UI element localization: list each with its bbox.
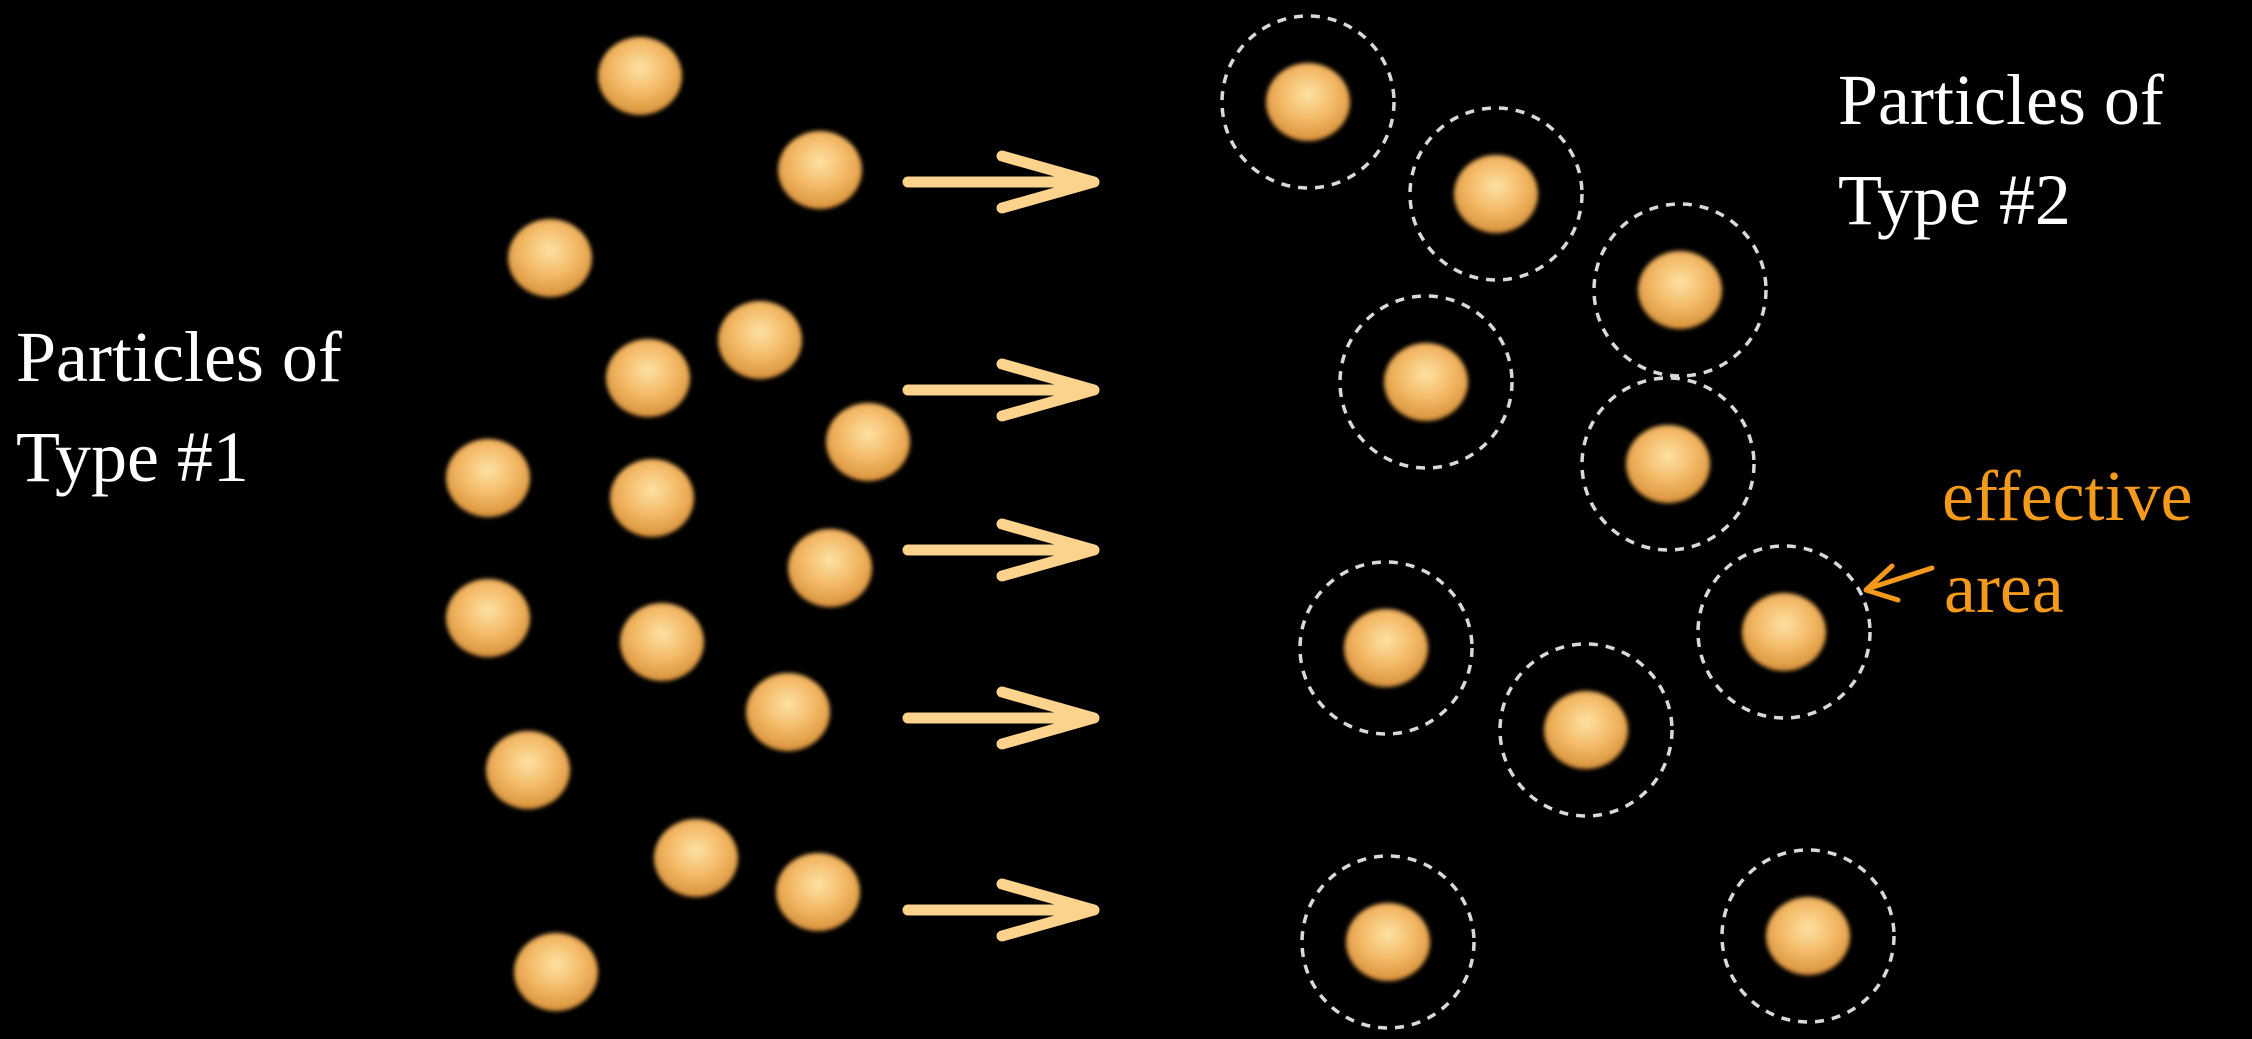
type1-particle: [778, 131, 862, 209]
type2-particle-group: [1220, 14, 1896, 1030]
right-arrow-icon: [902, 686, 1100, 750]
type2-particle: [1580, 376, 1756, 552]
left-arrow-icon: [1863, 563, 1935, 603]
type1-label-line2: Type #1: [16, 417, 249, 497]
type1-particle: [606, 339, 690, 417]
right-arrow-icon: [902, 150, 1100, 214]
effective-area-label-line2: area: [1944, 548, 2064, 628]
right-arrow-icon: [902, 358, 1100, 422]
type1-particle-group: [446, 37, 910, 1011]
effective-area-pointer: [1863, 563, 1935, 603]
type2-particle: [1220, 14, 1396, 190]
flow-arrow-group: [902, 150, 1100, 942]
right-arrow-icon: [902, 878, 1100, 942]
type2-label: Particles of Type #2: [1838, 50, 2164, 250]
effective-area-circle: [1580, 376, 1756, 552]
type1-particle: [776, 853, 860, 931]
type2-particle: [1300, 854, 1476, 1030]
type2-particle: [1298, 560, 1474, 736]
type2-particle: [1498, 642, 1674, 818]
type2-particle: [1338, 294, 1514, 470]
effective-area-circle: [1298, 560, 1474, 736]
right-arrow-icon: [902, 518, 1100, 582]
type1-particle: [788, 529, 872, 607]
effective-area-label: effective area: [1942, 450, 2193, 634]
type1-particle: [446, 579, 530, 657]
type1-particle: [486, 731, 570, 809]
type1-particle: [620, 603, 704, 681]
type1-particle: [508, 219, 592, 297]
effective-area-circle: [1720, 848, 1896, 1024]
type1-particle: [718, 301, 802, 379]
effective-area-circle: [1592, 202, 1768, 378]
effective-area-circle: [1220, 14, 1396, 190]
type2-label-line1: Particles of: [1838, 60, 2164, 140]
type2-label-line2: Type #2: [1838, 160, 2071, 240]
type1-particle: [826, 403, 910, 481]
type1-label: Particles of Type #1: [16, 307, 342, 507]
type1-particle: [598, 37, 682, 115]
type1-label-line1: Particles of: [16, 317, 342, 397]
type1-particle: [514, 933, 598, 1011]
type1-particle: [446, 439, 530, 517]
type1-particle: [610, 459, 694, 537]
type1-particle: [654, 819, 738, 897]
effective-area-label-line1: effective: [1942, 456, 2193, 536]
effective-area-circle: [1408, 106, 1584, 282]
type1-particle: [746, 673, 830, 751]
type2-particle: [1696, 544, 1872, 720]
effective-area-circle: [1338, 294, 1514, 470]
effective-area-circle: [1696, 544, 1872, 720]
effective-area-circle: [1498, 642, 1674, 818]
effective-area-circle: [1300, 854, 1476, 1030]
type2-particle: [1720, 848, 1896, 1024]
type2-particle: [1592, 202, 1768, 378]
type2-particle: [1408, 106, 1584, 282]
